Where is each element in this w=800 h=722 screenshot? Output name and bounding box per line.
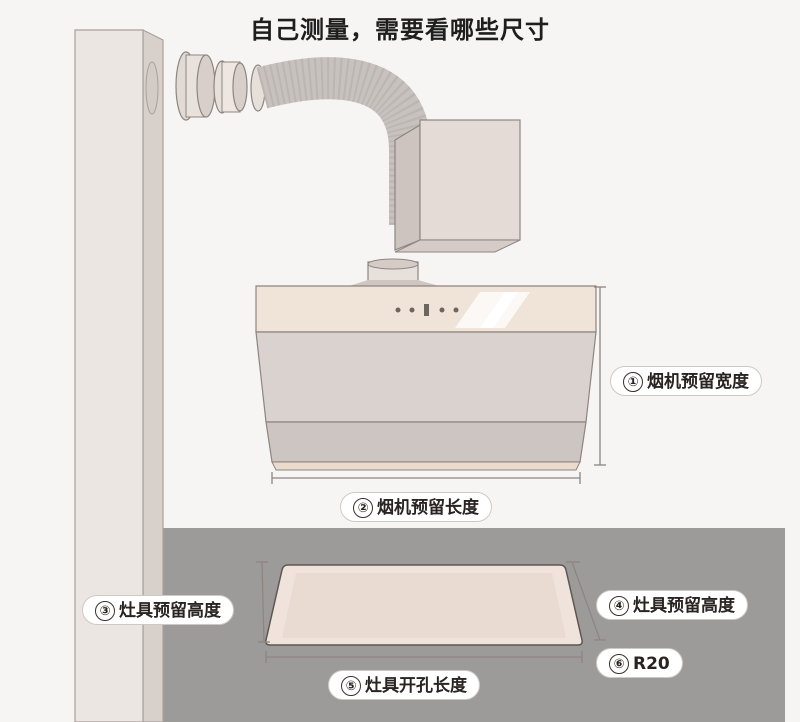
label-text-stove-height-right: 灶具预留高度 bbox=[633, 596, 735, 616]
range-hood bbox=[255, 285, 597, 471]
diagram-title: 自己测量，需要看哪些尺寸 bbox=[250, 16, 550, 44]
wall-column bbox=[74, 29, 144, 722]
label-text-stove-height-left: 灶具预留高度 bbox=[119, 601, 221, 621]
fan-box bbox=[394, 119, 521, 253]
label-number-5: ⑤ bbox=[341, 676, 361, 696]
label-number-4: ④ bbox=[609, 596, 629, 616]
wall-duct-hole bbox=[145, 61, 159, 115]
stove-cutout bbox=[265, 564, 583, 646]
label-text-hood-width: 烟机预留宽度 bbox=[647, 372, 749, 392]
label-number-6: ⑥ bbox=[609, 654, 629, 674]
label-text-hood-length: 烟机预留长度 bbox=[377, 498, 479, 518]
label-number-2: ② bbox=[353, 498, 373, 518]
label-number-1: ① bbox=[623, 372, 643, 392]
label-number-3: ③ bbox=[95, 601, 115, 621]
dimension-lines bbox=[256, 286, 606, 663]
duct-fittings bbox=[175, 51, 266, 121]
label-text-corner-radius: R20 bbox=[633, 654, 670, 674]
label-text-stove-length: 灶具开孔长度 bbox=[365, 676, 467, 696]
